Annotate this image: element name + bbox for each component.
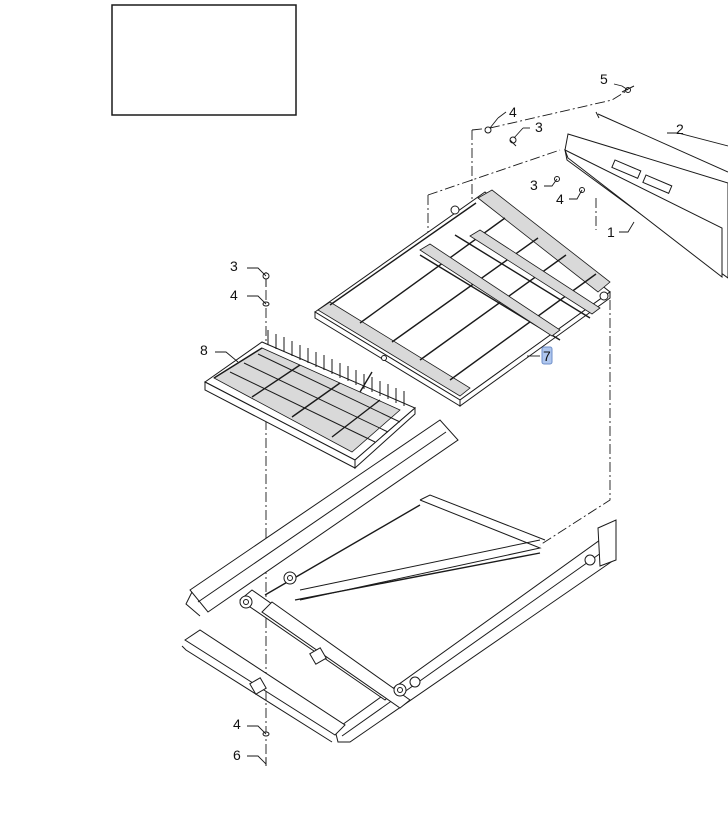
leader-lines xyxy=(215,83,728,765)
callout-4-mid[interactable]: 4 xyxy=(556,191,564,207)
callout-3-mid[interactable]: 3 xyxy=(530,177,538,193)
finger-sieve xyxy=(204,330,416,470)
alignment-lines xyxy=(265,89,629,760)
callout-3-top[interactable]: 3 xyxy=(535,119,543,135)
callout-7-highlight xyxy=(541,346,553,365)
callout-2[interactable]: 2 xyxy=(676,121,684,137)
callout-7[interactable]: 7 xyxy=(543,348,551,364)
title-box xyxy=(111,4,297,116)
cover-panel xyxy=(564,111,728,279)
callout-5[interactable]: 5 xyxy=(600,71,608,87)
upper-sieve-frame xyxy=(314,189,611,407)
callout-1[interactable]: 1 xyxy=(607,224,615,240)
callout-8[interactable]: 8 xyxy=(200,342,208,358)
callout-3-left[interactable]: 3 xyxy=(230,258,238,274)
callout-labels: 1 2 3 3 3 4 4 4 4 5 6 7 8 xyxy=(200,71,684,763)
shoe-frame xyxy=(181,419,617,743)
callout-4-bottom[interactable]: 4 xyxy=(233,716,241,732)
callout-4-left[interactable]: 4 xyxy=(230,287,238,303)
callout-4-top[interactable]: 4 xyxy=(509,104,517,120)
callout-6[interactable]: 6 xyxy=(233,747,241,763)
